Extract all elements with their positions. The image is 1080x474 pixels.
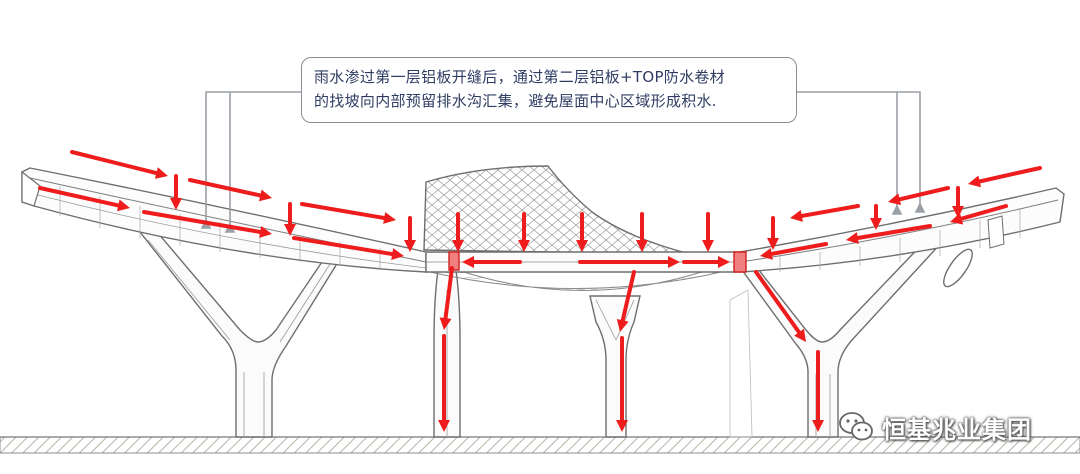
callout-line-1: 雨水渗过第一层铝板开缝后，通过第二层铝板+TOP防水卷材 [314,68,725,86]
flow-arrow-head-11 [576,240,588,252]
brand-name: 恒基兆业集团 [882,415,1032,444]
flow-arrow-head-22 [760,247,773,260]
flow-arrow-shaft-5 [799,204,860,218]
flow-arrow-head-25 [718,256,730,268]
flow-arrow-head-2 [383,212,396,224]
flow-arrow-shaft-2 [300,202,387,220]
flow-arrow-head-13 [702,240,714,252]
flow-arrow-shaft-1 [188,178,263,198]
flow-arrow-head-30 [794,328,806,342]
flow-arrow-head-29 [616,420,628,432]
flow-arrow-head-28 [616,318,629,332]
flow-arrow-head-12 [636,240,648,252]
left-drain-gutter [448,251,460,271]
callout-leaders [200,91,926,233]
flow-arrow-head-9 [452,240,464,252]
flow-arrow-head-6 [170,198,182,210]
flow-arrows [38,150,1042,432]
flow-arrow-head-26 [439,317,452,330]
brand-watermark: 恒基兆业集团 [838,409,1032,445]
flow-arrow-head-24 [668,256,680,268]
flow-arrow-head-20 [950,212,964,225]
flow-arrow-head-19 [391,248,404,260]
right-drain-gutter [733,251,747,273]
flow-arrow-head-27 [438,420,450,432]
flow-arrow-head-31 [812,420,824,432]
flow-arrow-shaft-28 [620,270,636,323]
wechat-icon [839,412,873,441]
flow-arrow-head-17 [116,199,130,212]
flow-arrow-head-3 [968,175,982,188]
flow-arrow-shaft-4 [897,186,950,202]
flow-arrow-head-0 [154,167,168,179]
flow-arrow-shaft-19 [292,236,395,257]
flow-arrow-shaft-21 [855,224,932,241]
flow-arrow-shaft-3 [977,166,1042,184]
flow-arrow-head-14 [767,238,779,250]
flow-arrow-head-8 [404,240,416,252]
flow-arrow-shaft-20 [959,204,1008,221]
ground [0,436,1080,454]
flow-arrow-head-5 [790,210,803,222]
flow-arrow-head-7 [284,224,296,236]
flow-arrow-head-16 [952,206,964,218]
flow-arrow-head-18 [259,226,272,238]
flow-arrow-shaft-0 [70,150,159,176]
flow-arrow-shaft-26 [443,266,454,321]
flow-arrow-shaft-30 [754,270,802,335]
flow-arrow-shaft-17 [38,186,121,208]
middle-column [589,295,641,438]
flow-arrow-head-4 [888,193,902,206]
roof-left-wing [21,167,427,273]
drain-gutters [448,251,747,273]
flow-arrow-head-23 [462,256,474,268]
callout-line-2: 的找坡向内部预留排水沟汇集，避免屋面中心区域形成积水. [314,92,717,110]
right-center-column [729,289,753,438]
flow-arrow-head-15 [870,218,882,230]
flow-arrow-shaft-22 [769,242,828,256]
left-y-column [138,225,339,438]
annotation-callout: 雨水渗过第一层铝板开缝后，通过第二层铝板+TOP防水卷材 的找坡向内部预留排水沟… [301,57,797,123]
flow-arrow-head-10 [518,240,530,252]
flow-arrow-head-21 [846,232,859,244]
flow-arrow-head-1 [258,189,272,202]
flow-arrow-shaft-18 [142,210,263,234]
